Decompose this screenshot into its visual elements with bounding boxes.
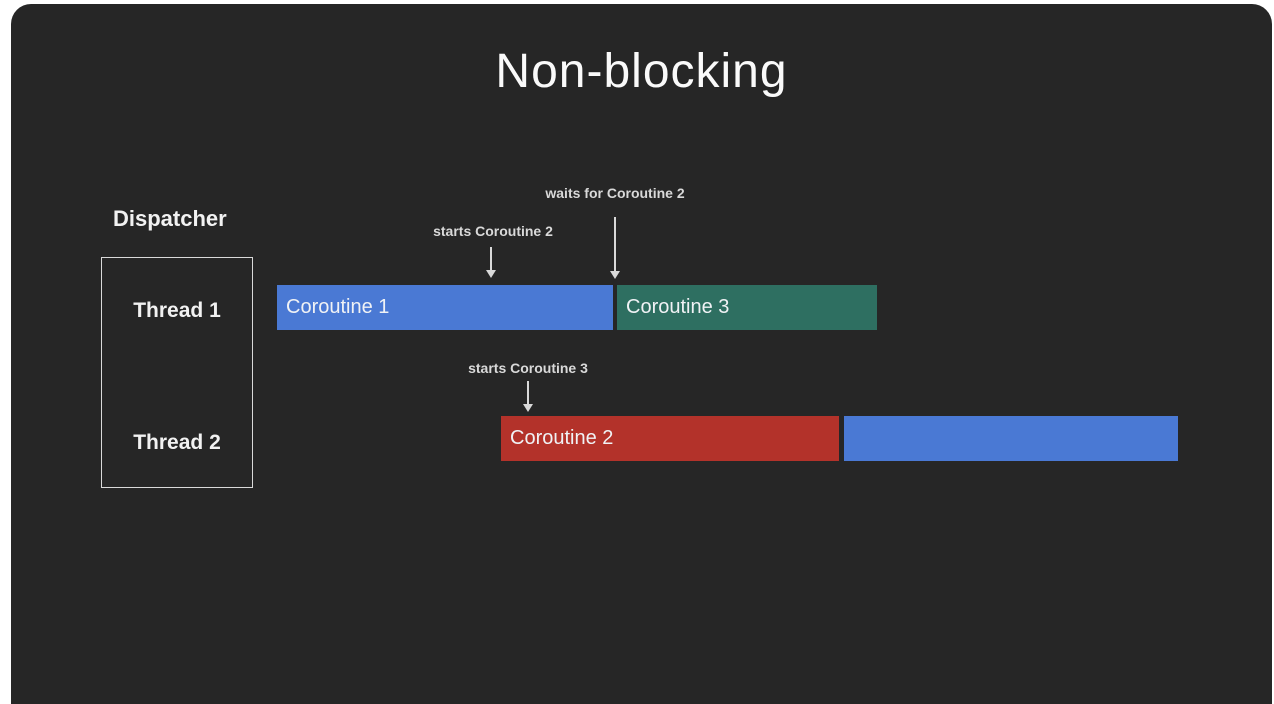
coroutine-continuation-bar [844,416,1178,461]
annotation-waits-for-coroutine-2: waits for Coroutine 2 [545,185,685,201]
arrow-down-icon [522,381,534,412]
arrow-down-icon [609,217,621,279]
arrow-line [527,381,529,406]
thread-1-label: Thread 1 [133,299,221,322]
slide-background: Non-blocking Dispatcher Thread 1 Thread … [11,4,1272,704]
coroutine-2-label: Coroutine 2 [510,427,614,449]
thread-2-label: Thread 2 [133,431,221,454]
arrow-head [486,270,496,278]
dispatcher-label: Dispatcher [113,206,227,231]
coroutine-2-bar: Coroutine 2 [501,416,839,461]
annotation-starts-coroutine-3: starts Coroutine 3 [468,360,588,376]
arrow-line [490,247,492,272]
dispatcher-thread-box: Thread 1 Thread 2 [101,257,253,488]
coroutine-1-label: Coroutine 1 [286,296,390,318]
arrow-head [610,271,620,279]
arrow-head [523,404,533,412]
annotation-starts-coroutine-2: starts Coroutine 2 [433,223,553,239]
coroutine-3-label: Coroutine 3 [626,296,730,318]
arrow-line [614,217,616,273]
arrow-down-icon [485,247,497,278]
coroutine-1-bar: Coroutine 1 [277,285,613,330]
slide-title: Non-blocking [495,45,788,98]
coroutine-3-bar: Coroutine 3 [617,285,877,330]
